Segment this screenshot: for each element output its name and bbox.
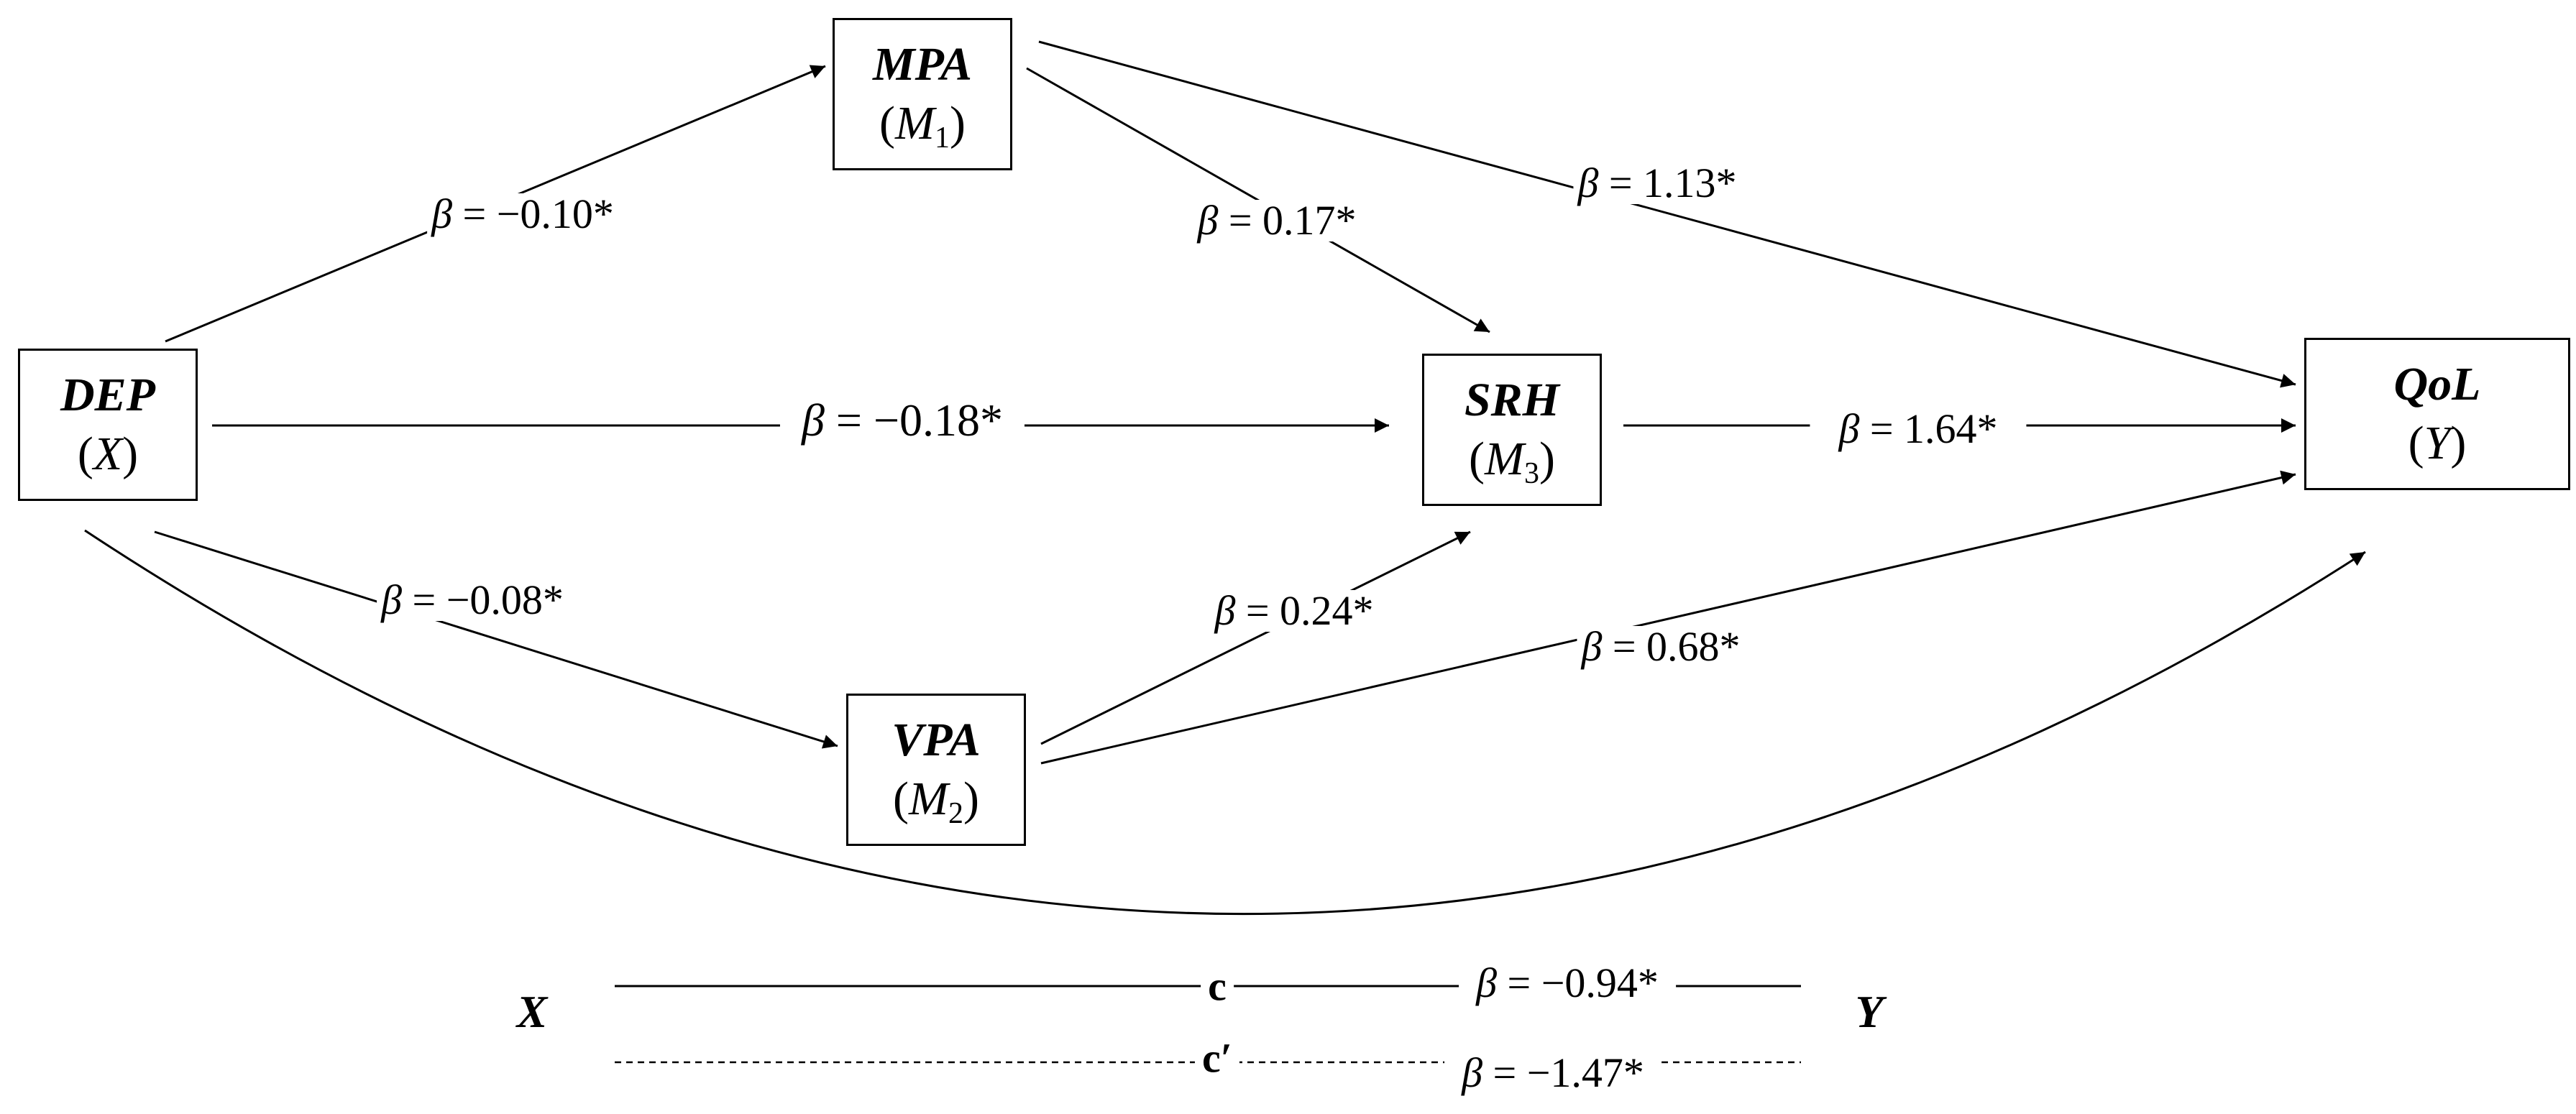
arrow-vpa-srh	[1040, 530, 1471, 745]
arrow-dep-vpa	[154, 530, 838, 749]
arrow-mpa-qol	[1038, 40, 2296, 388]
label-vpa-qol: β = 0.68*	[1577, 626, 1745, 668]
node-dep-name: DEP	[60, 368, 155, 421]
label-srh-qol: β = 1.64*	[1810, 408, 2027, 450]
label-dep-mpa: β = −0.10*	[427, 193, 618, 235]
node-srh-role: (M3)	[1469, 433, 1555, 490]
node-qol-name: QoL	[2393, 357, 2481, 410]
label-vpa-srh: β = 0.24*	[1210, 590, 1378, 632]
node-mpa-role: (M1)	[879, 97, 966, 155]
arrow-dep-qol-curve	[84, 529, 2366, 915]
node-vpa: VPA (M2)	[846, 694, 1026, 846]
node-mpa: MPA (M1)	[833, 18, 1012, 170]
node-mpa-name: MPA	[872, 37, 973, 91]
node-dep-role: (X)	[77, 428, 139, 480]
label-mpa-srh: β = 0.17*	[1193, 200, 1361, 241]
legend-y: Y	[1855, 986, 1884, 1037]
node-srh-name: SRH	[1464, 373, 1560, 426]
node-dep: DEP (X)	[18, 349, 198, 501]
node-qol-role: (Y)	[2408, 417, 2467, 469]
label-dep-srh: β = −0.18*	[779, 397, 1025, 443]
node-qol: QoL (Y)	[2304, 338, 2570, 490]
node-vpa-name: VPA	[891, 713, 981, 766]
label-dep-vpa: β = −0.08*	[377, 579, 568, 621]
legend-x: X	[516, 986, 548, 1037]
legend-total-beta: β = −0.94*	[1459, 962, 1676, 1004]
arrow-vpa-qol	[1040, 470, 2296, 765]
legend-total-label: c	[1201, 962, 1234, 1011]
legend-direct-label: c′	[1194, 1034, 1240, 1082]
node-vpa-role: (M2)	[893, 773, 979, 830]
label-mpa-qol: β = 1.13*	[1573, 162, 1741, 204]
legend-direct-beta: β = −1.47*	[1444, 1052, 1661, 1094]
node-srh: SRH (M3)	[1422, 354, 1602, 506]
